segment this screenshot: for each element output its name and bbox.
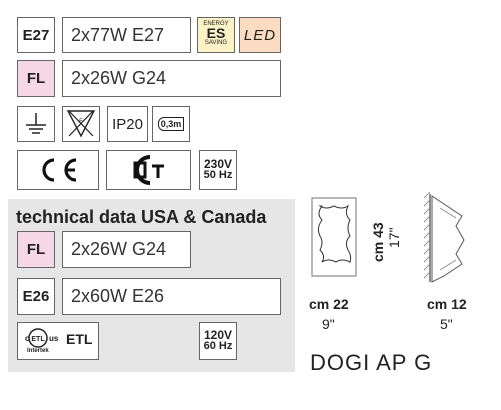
usa-fl-code: FL [17,231,55,268]
svg-text:F: F [79,119,83,125]
ground-icon [26,113,46,134]
led-label: LED [243,26,277,44]
distance-symbol-box: 0,3m [152,106,190,142]
height-cm: cm 43 [370,222,386,262]
ground-symbol-box [17,106,55,142]
depth-in: 5" [440,316,453,332]
energy-es-label: ES [206,25,226,41]
gost-pct-mark-icon [133,155,164,185]
frequency-50: 50 Hz [203,169,233,181]
svg-text:ETL: ETL [31,336,45,343]
ip-rating: IP20 [112,115,143,133]
etl-listed-icon: ETL [28,328,48,348]
usa-e26-value: 2x60W E26 [62,278,281,315]
etl-us-label: us [49,334,59,343]
voltage-120-box: 120V 60 Hz [199,322,237,360]
thermal-warning-icon: F [66,110,96,138]
usa-canada-title: technical data USA & Canada [16,207,267,227]
depth-cm: cm 12 [427,296,467,312]
etl-intertek-label: Intertek [27,348,49,354]
fl-code: FL [17,60,55,97]
frequency-60: 60 Hz [203,340,233,352]
distance-label: 0,3m [157,117,185,131]
ce-mark-icon [42,158,77,182]
etl-label: ETL [66,331,93,347]
fl-value: 2x26W G24 [62,60,281,97]
gost-mark-box [106,150,191,190]
lamp-drawings [311,191,465,283]
ip-rating-box: IP20 [107,106,148,142]
etl-mark-box: ETL c us ETL Intertek [17,322,99,360]
led-badge: LED [239,17,281,53]
height-in: 17" [386,227,402,248]
usa-e26-code: E26 [17,278,55,315]
energy-saving-badge: ENERGY ES SAVING [197,17,235,53]
voltage-120: 120V [203,328,233,342]
energy-top-label: ENERGY [203,21,229,27]
e27-value: 2x77W E27 [62,17,191,53]
product-name: DOGI AP G [310,350,433,375]
energy-bottom-label: SAVING [204,40,228,46]
e27-code: E27 [17,17,55,53]
usa-fl-value: 2x26W G24 [62,231,191,268]
width-in: 9" [322,316,335,332]
width-cm: cm 22 [309,296,349,312]
ce-mark-box [17,150,99,190]
no-covering-symbol-box: F [62,106,100,142]
voltage-230: 230V [203,157,233,171]
voltage-230-box: 230V 50 Hz [199,150,237,190]
etl-c-label: c [25,334,30,343]
